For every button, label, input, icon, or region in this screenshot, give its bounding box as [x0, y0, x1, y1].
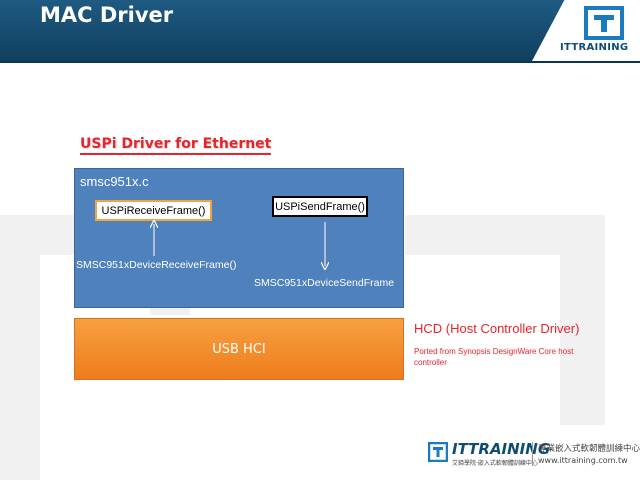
section-title: USPi Driver for Ethernet: [80, 136, 272, 155]
footer-logo-icon: [428, 442, 448, 462]
footer-url: www.ittraining.com.tw: [538, 456, 628, 465]
ittraining-logo-icon: [584, 6, 624, 40]
driver-box: [74, 168, 404, 308]
watermark-right-post: [560, 255, 605, 425]
watermark-left-bar: [0, 215, 40, 480]
file-name-label: smsc951x.c: [80, 174, 149, 189]
header-logo-text: ITTRAINING: [560, 42, 629, 53]
receive-function-label: SMSC951xDeviceReceiveFrame(): [76, 259, 237, 271]
hcd-note: Ported from Synopsis DesignWare Core hos…: [414, 347, 574, 367]
slide-header: [0, 0, 640, 61]
footer-cn-line: 專業嵌入式軟韌體訓練中心: [538, 444, 640, 454]
usb-hci-label: USB HCI: [212, 341, 266, 357]
hcd-title: HCD (Host Controller Driver): [414, 321, 580, 336]
footer-divider: [532, 442, 533, 466]
send-function-label: SMSC951xDeviceSendFrame: [254, 277, 395, 289]
slide-title: MAC Driver: [40, 3, 174, 27]
footer-subtitle: 艾鍗學院‧嵌入式軟韌體訓練中心: [452, 460, 538, 467]
watermark-right-bar: [405, 215, 605, 255]
footer-brand: ITTRAINING: [452, 440, 551, 458]
send-frame-box: USPiSendFrame(): [272, 196, 368, 217]
header-divider: [0, 61, 640, 63]
usb-hci-box: USB HCI: [74, 318, 404, 380]
